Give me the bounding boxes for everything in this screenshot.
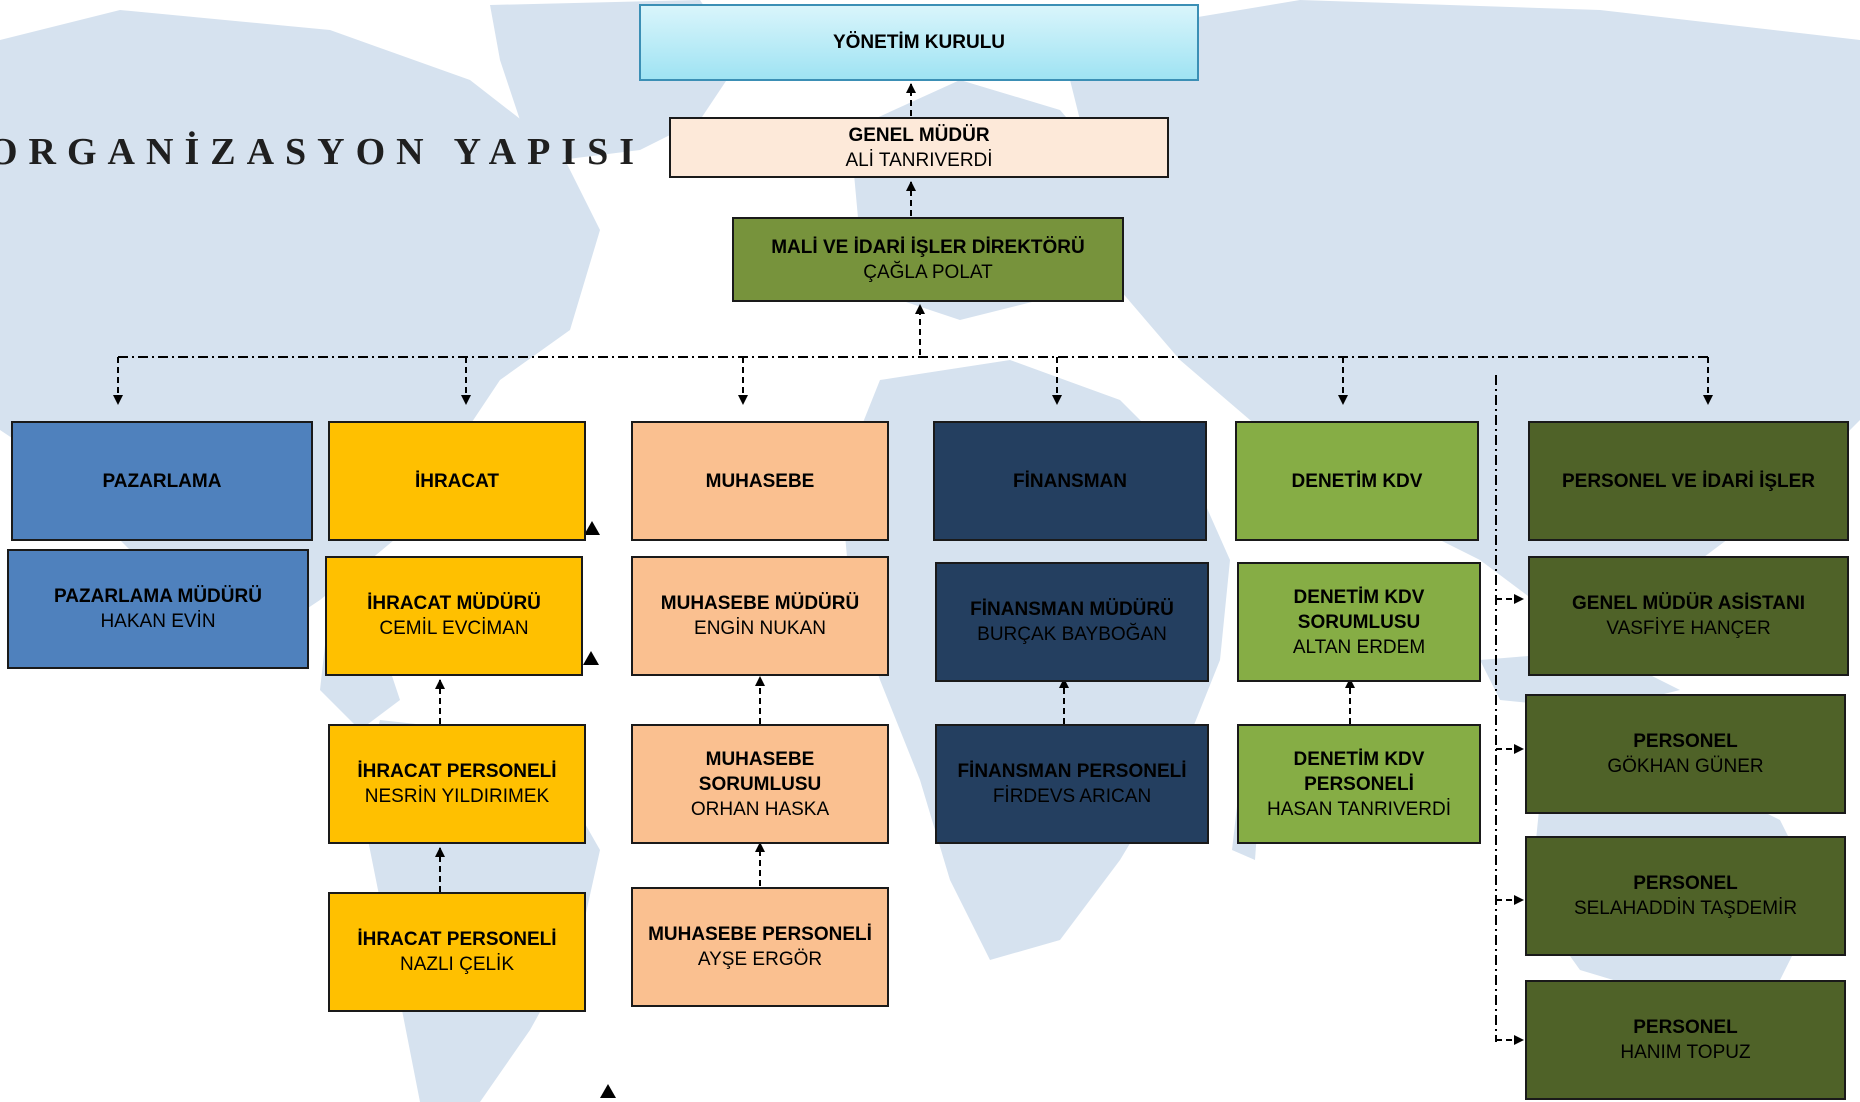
- muhasebe-manager-box: MUHASEBE MÜDÜRÜ ENGİN NUKAN: [631, 556, 889, 676]
- personel-staff-name: GÖKHAN GÜNER: [1607, 756, 1764, 777]
- board-title: YÖNETİM KURULU: [832, 32, 1006, 53]
- personel-staff-name: VASFİYE HANÇER: [1606, 618, 1771, 639]
- personel-staff-box: PERSONEL SELAHADDİN TAŞDEMİR: [1525, 836, 1846, 956]
- personel-staff-name: SELAHADDİN TAŞDEMİR: [1573, 898, 1798, 919]
- gm-name: ALİ TANRIVERDİ: [845, 149, 993, 171]
- personel-head: PERSONEL VE İDARİ İŞLER: [1561, 470, 1816, 492]
- finansman-staff-name: FİRDEVS ARICAN: [992, 786, 1152, 807]
- stray-arrowhead: [584, 521, 600, 535]
- denetim-head-box: DENETİM KDV: [1235, 421, 1479, 541]
- ihracat-manager-title: İHRACAT MÜDÜRÜ: [367, 593, 541, 614]
- ihracat-manager-name: CEMİL EVCİMAN: [379, 618, 529, 639]
- denetim-head: DENETİM KDV: [1291, 470, 1423, 492]
- personel-staff-box: PERSONEL HANIM TOPUZ: [1525, 980, 1846, 1100]
- stray-arrowhead: [583, 651, 599, 665]
- stray-arrowhead: [600, 1084, 616, 1098]
- ihracat-staff-name: NESRİN YILDIRIMEK: [364, 786, 550, 807]
- muhasebe-staff-title: MUHASEBE PERSONELİ: [648, 924, 872, 945]
- muhasebe-manager-title: MUHASEBE MÜDÜRÜ: [660, 593, 860, 614]
- personel-staff-box: GENEL MÜDÜR ASİSTANI VASFİYE HANÇER: [1528, 556, 1849, 676]
- denetim-manager-name: ALTAN ERDEM: [1292, 636, 1426, 658]
- personel-staff-name: HANIM TOPUZ: [1620, 1042, 1751, 1063]
- pazarlama-manager-box: PAZARLAMA MÜDÜRÜ HAKAN EVİN: [7, 549, 309, 669]
- muhasebe-head-box: MUHASEBE: [631, 421, 889, 541]
- personel-staff-title: PERSONEL: [1633, 731, 1738, 752]
- ihracat-staff-name: NAZLI ÇELİK: [399, 954, 515, 975]
- muhasebe-staff-name: AYŞE ERGÖR: [697, 949, 823, 970]
- gm-title: GENEL MÜDÜR: [848, 124, 990, 146]
- personel-staff-box: PERSONEL GÖKHAN GÜNER: [1525, 694, 1846, 814]
- board-box: YÖNETİM KURULU: [639, 4, 1199, 81]
- denetim-staff-name: HASAN TANRIVERDİ: [1266, 798, 1452, 820]
- pazarlama-manager-name: HAKAN EVİN: [100, 611, 216, 632]
- muhasebe-staff-name: ORHAN HASKA: [690, 798, 830, 820]
- finansman-manager-name: BURÇAK BAYBOĞAN: [977, 624, 1167, 645]
- denetim-staff-box: DENETİM KDV PERSONELİ HASAN TANRIVERDİ: [1237, 724, 1481, 844]
- director-title: MALİ VE İDARİ İŞLER DİREKTÖRÜ: [771, 236, 1085, 258]
- ihracat-staff-box: İHRACAT PERSONELİ NESRİN YILDIRIMEK: [328, 724, 586, 844]
- ihracat-head-box: İHRACAT: [328, 421, 586, 541]
- pazarlama-head-box: PAZARLAMA: [11, 421, 313, 541]
- finansman-manager-box: FİNANSMAN MÜDÜRÜ BURÇAK BAYBOĞAN: [935, 562, 1209, 682]
- director-name: ÇAĞLA POLAT: [863, 261, 993, 283]
- finansman-head: FİNANSMAN: [1013, 470, 1127, 492]
- ihracat-staff-title: İHRACAT PERSONELİ: [357, 929, 557, 950]
- finansman-staff-box: FİNANSMAN PERSONELİ FİRDEVS ARICAN: [935, 724, 1209, 844]
- page-title: ORGANİZASYON YAPISI: [0, 131, 646, 173]
- personel-head-box: PERSONEL VE İDARİ İŞLER: [1528, 421, 1849, 541]
- finansman-head-box: FİNANSMAN: [933, 421, 1207, 541]
- director-box: MALİ VE İDARİ İŞLER DİREKTÖRÜ ÇAĞLA POLA…: [732, 217, 1124, 302]
- ihracat-head: İHRACAT: [414, 470, 500, 492]
- pazarlama-manager-title: PAZARLAMA MÜDÜRÜ: [54, 586, 262, 607]
- pazarlama-head: PAZARLAMA: [102, 470, 222, 492]
- denetim-manager-box: DENETİM KDV SORUMLUSU ALTAN ERDEM: [1237, 562, 1481, 682]
- denetim-manager-title: DENETİM KDV SORUMLUSU: [1293, 586, 1425, 633]
- muhasebe-staff-title: MUHASEBE SORUMLUSU: [698, 748, 822, 795]
- muhasebe-head: MUHASEBE: [705, 470, 815, 492]
- ihracat-staff-title: İHRACAT PERSONELİ: [357, 761, 557, 782]
- muhasebe-staff-box: MUHASEBE PERSONELİ AYŞE ERGÖR: [631, 887, 889, 1007]
- personel-staff-title: PERSONEL: [1633, 873, 1738, 894]
- personel-staff-title: GENEL MÜDÜR ASİSTANI: [1572, 593, 1805, 614]
- gm-box: GENEL MÜDÜR ALİ TANRIVERDİ: [669, 117, 1169, 178]
- finansman-manager-title: FİNANSMAN MÜDÜRÜ: [970, 599, 1174, 620]
- personel-staff-title: PERSONEL: [1633, 1017, 1738, 1038]
- finansman-staff-title: FİNANSMAN PERSONELİ: [957, 761, 1187, 782]
- ihracat-staff-box: İHRACAT PERSONELİ NAZLI ÇELİK: [328, 892, 586, 1012]
- muhasebe-staff-box: MUHASEBE SORUMLUSU ORHAN HASKA: [631, 724, 889, 844]
- ihracat-manager-box: İHRACAT MÜDÜRÜ CEMİL EVCİMAN: [325, 556, 583, 676]
- muhasebe-manager-name: ENGİN NUKAN: [694, 618, 826, 639]
- denetim-staff-title: DENETİM KDV PERSONELİ: [1293, 748, 1425, 795]
